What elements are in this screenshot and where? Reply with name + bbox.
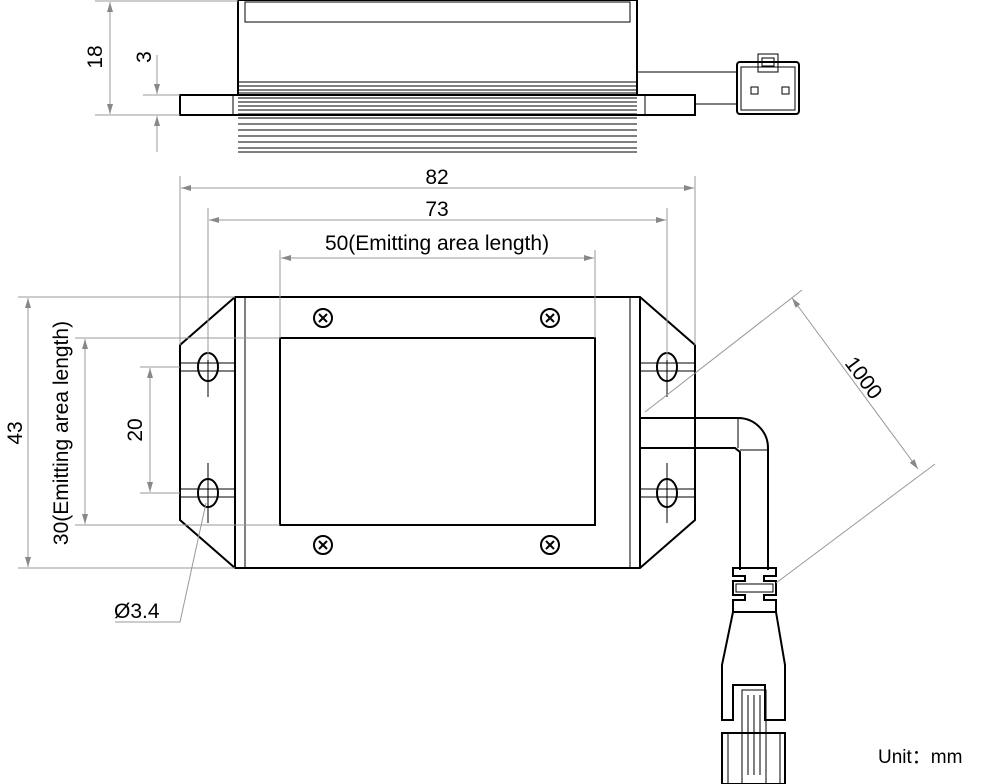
dim-side-height: 18 [84,45,107,68]
front-dimensions: 82 73 50(Emitting area length) 43 30(Emi… [4,166,936,623]
dim-hole-spacing-length: 73 [425,198,448,221]
dim-hole-diameter: Ø3.4 [114,600,160,623]
dim-overall-length: 82 [425,166,448,189]
front-view [179,296,786,784]
dim-emitting-length: 50(Emitting area length) [325,232,549,255]
emitting-area [279,337,596,526]
dim-hole-spacing-width: 20 [124,418,147,441]
dim-cable-length: 1000 [840,353,886,404]
side-dimensions: 18 3 [84,0,238,152]
dim-overall-width: 43 [4,421,27,444]
dim-emitting-width: 30(Emitting area length) [50,321,73,545]
mounting-holes [180,337,695,523]
screws [313,308,560,555]
cable [640,417,786,784]
side-view [179,0,800,153]
dim-base-thickness: 3 [133,51,156,63]
unit-label: Unit：mm [878,747,963,768]
